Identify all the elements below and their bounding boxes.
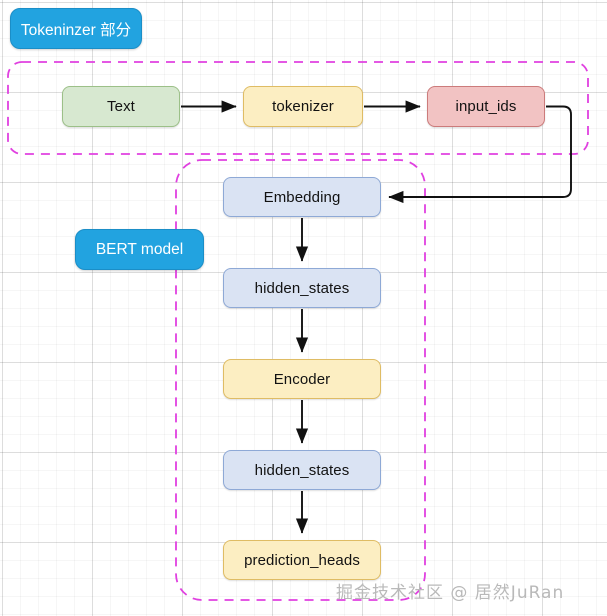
node-encoder[interactable]: Encoder: [223, 359, 381, 399]
node-hidden-states-1-label: hidden_states: [254, 279, 350, 297]
node-hidden-states-2[interactable]: hidden_states: [223, 450, 381, 490]
node-input-ids-label: input_ids: [455, 98, 517, 115]
watermark-text: 掘金技术社区 @ 居然JuRan: [336, 583, 565, 603]
node-hidden-states-2-label: hidden_states: [254, 461, 350, 479]
node-text-label: Text: [107, 98, 135, 115]
group-badge-bert-label: BERT model: [95, 240, 184, 258]
node-embedding[interactable]: Embedding: [223, 177, 381, 217]
group-badge-bert[interactable]: BERT model: [75, 229, 204, 270]
node-input-ids[interactable]: input_ids: [427, 86, 545, 127]
node-embedding-label: Embedding: [263, 188, 341, 206]
group-badge-tokenizer[interactable]: Tokeninzer 部分: [10, 8, 142, 49]
node-encoder-label: Encoder: [273, 370, 331, 388]
node-prediction-heads[interactable]: prediction_heads: [223, 540, 381, 580]
group-badge-tokenizer-label: Tokeninzer 部分: [20, 21, 132, 39]
node-tokenizer-label: tokenizer: [272, 98, 334, 115]
node-tokenizer[interactable]: tokenizer: [243, 86, 363, 127]
node-prediction-heads-label: prediction_heads: [244, 551, 360, 569]
node-text[interactable]: Text: [62, 86, 180, 127]
node-hidden-states-1[interactable]: hidden_states: [223, 268, 381, 308]
